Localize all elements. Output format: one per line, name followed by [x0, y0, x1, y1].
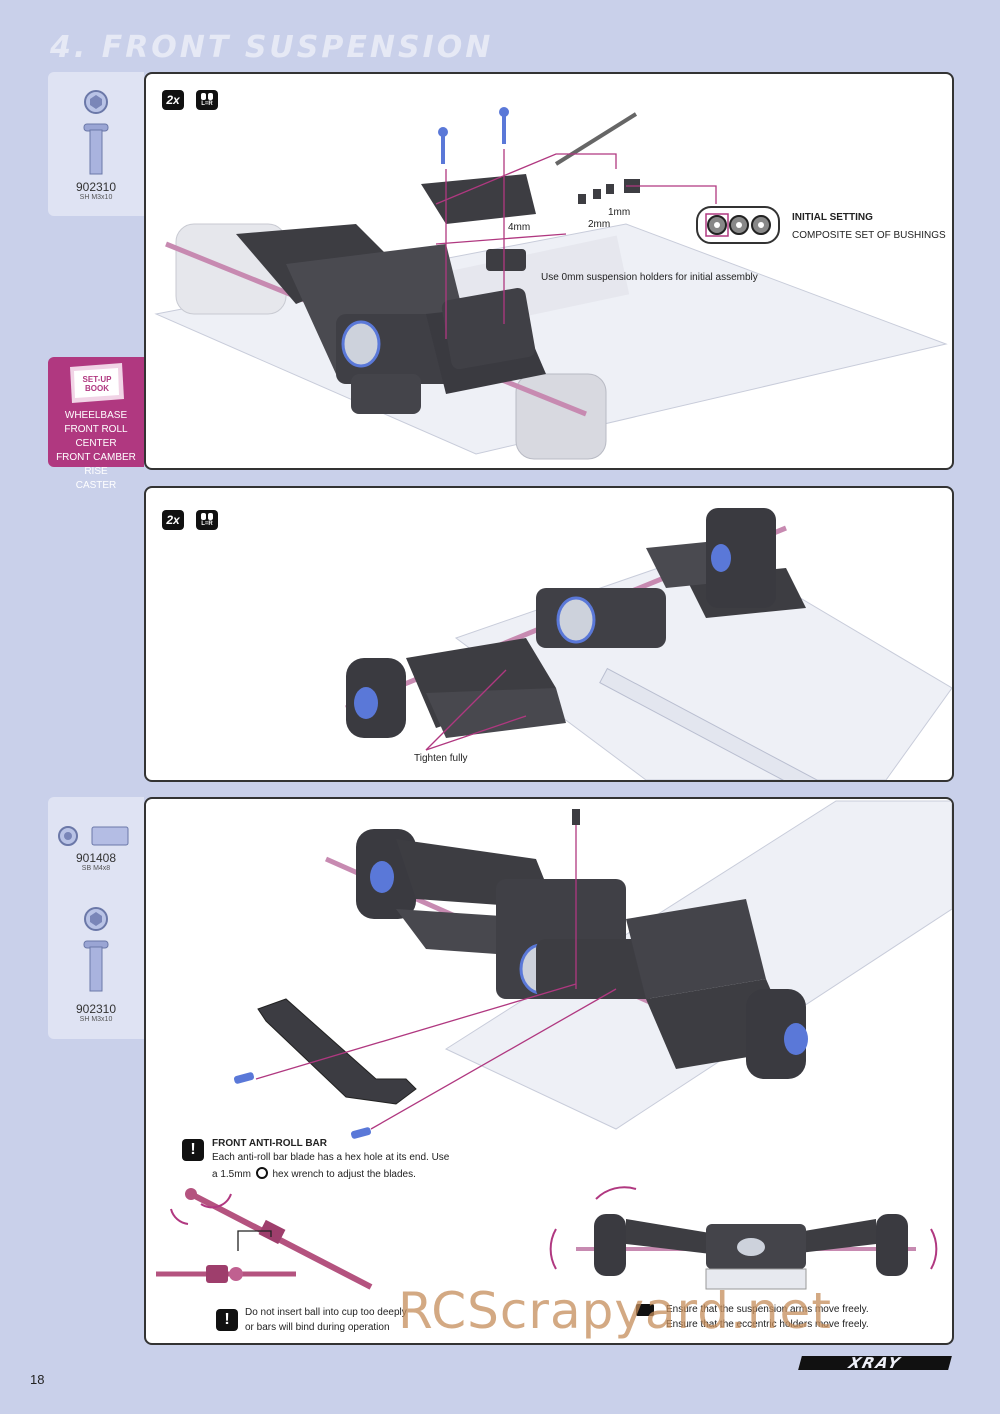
- hex-wrench-icon: [255, 1167, 268, 1179]
- setup-book-logo: SET-UP BOOK: [82, 375, 112, 393]
- quantity-badge: 2x: [162, 90, 184, 110]
- anti-roll-bar-icon: [156, 1188, 373, 1290]
- page-number: 18: [30, 1372, 45, 1387]
- left-right-icon: L=R: [196, 510, 218, 530]
- step1-note: Use 0mm suspension holders for initial a…: [541, 272, 758, 283]
- shim-label-4mm: 4mm: [508, 222, 531, 233]
- section-title: 4. FRONT SUSPENSION: [50, 30, 494, 65]
- part-size: SB M4x8: [81, 865, 111, 872]
- ball-warning-line2: or bars will bind during operation: [245, 1322, 390, 1333]
- part-size: SH M3x10: [79, 1016, 113, 1023]
- part-size: SH M3x10: [79, 194, 113, 201]
- check-line1: Ensure that the suspension arms move fre…: [666, 1304, 869, 1315]
- ball-warning-line1: Do not insert ball into cup too deeply: [245, 1307, 407, 1318]
- arb-text-line2: a 1.5mm hex wrench to adjust the blades.: [212, 1167, 416, 1180]
- step2-note: Tighten fully: [414, 753, 468, 764]
- arb-text-line2-end: hex wrench to adjust the blades.: [272, 1169, 416, 1180]
- warning-icon: !: [216, 1309, 238, 1331]
- setup-item: CASTER: [75, 480, 117, 491]
- shim-label-1mm: 1mm: [608, 207, 631, 218]
- initial-setting-label: INITIAL SETTING: [792, 212, 873, 223]
- left-right-icon: L=R: [196, 90, 218, 110]
- bushings-icon: [705, 213, 771, 237]
- part-number: 901408: [75, 851, 117, 865]
- watermark: RCScrapyard.net: [398, 1282, 832, 1340]
- brand-logo: XRAY: [798, 1354, 952, 1372]
- part-number: 902310: [75, 1002, 117, 1016]
- step2-panel: 2x L=R Tighten fully: [144, 486, 954, 782]
- warning-icon: !: [182, 1139, 204, 1161]
- step1-illustration: [154, 107, 948, 460]
- setup-item: FRONT CAMBER RISE: [56, 452, 136, 477]
- parts-tab-step3: 901408 SB M4x8 902310 SH M3x10: [48, 797, 144, 1039]
- step3-illustration: [156, 800, 952, 1316]
- quantity-badge: 2x: [162, 510, 184, 530]
- check-illustration: [549, 1186, 938, 1316]
- composite-set-label: COMPOSITE SET OF BUSHINGS: [792, 230, 946, 241]
- arb-text-line2-start: a 1.5mm: [212, 1169, 251, 1180]
- step3-panel: ! FRONT ANTI-ROLL BAR Each anti-roll bar…: [144, 797, 954, 1345]
- arb-text-line1: Each anti-roll bar blade has a hex hole …: [212, 1152, 450, 1163]
- screw-icon: [83, 90, 109, 175]
- check-line2: Ensure that the eccentric holders move f…: [666, 1319, 869, 1330]
- setup-book-tab: SET-UP BOOK WHEELBASE FRONT ROLL CENTER …: [48, 357, 144, 491]
- step2-illustration: [345, 508, 952, 780]
- part-number: 902310: [75, 180, 117, 194]
- book-icon: [70, 363, 124, 403]
- setup-item: WHEELBASE: [64, 410, 128, 421]
- shim-label-2mm: 2mm: [588, 219, 611, 230]
- screws-icon: [58, 826, 129, 992]
- parts-tab-step1: 902310 SH M3x10: [48, 72, 144, 216]
- arb-title: FRONT ANTI-ROLL BAR: [212, 1138, 327, 1149]
- step1-panel: 2x L=R 4mm 2mm 1mm INITIAL SETTING COMPO…: [144, 72, 954, 470]
- setup-item: FRONT ROLL CENTER: [64, 424, 128, 449]
